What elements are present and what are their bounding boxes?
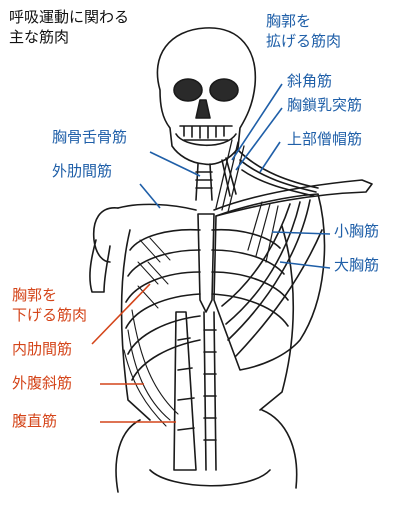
ribcage [120, 225, 295, 421]
label-scalene: 斜角筋 [287, 72, 333, 90]
label-external-oblique: 外腹斜筋 [12, 374, 73, 392]
sternocleidomastoid-muscle [215, 139, 245, 213]
label-sternohyoid: 胸骨舌骨筋 [52, 128, 128, 146]
left-humerus [89, 239, 111, 293]
diagram-title: 呼吸運動に関わる 主な筋肉 [9, 8, 129, 47]
group-lower-header: 胸郭を 下げる筋肉 [12, 286, 87, 325]
upper-teeth [179, 125, 233, 139]
right-eye-socket [209, 78, 239, 102]
group-raise-line-1: 胸郭を [266, 12, 312, 30]
lower-leader-lines [91, 283, 176, 423]
pectoralis-major-muscle [213, 193, 326, 371]
sternum [197, 213, 215, 313]
label-upper-trapezius: 上部僧帽筋 [287, 130, 363, 148]
label-rectus-abdominis: 腹直筋 [12, 412, 58, 430]
lumbar-spine [203, 311, 217, 471]
label-sternocleidomastoid: 胸鎖乳突筋 [287, 96, 363, 114]
jaw [175, 133, 237, 146]
left-scapula [92, 207, 119, 263]
group-lower-line-2: 下げる筋肉 [12, 305, 88, 324]
label-internal-intercostal: 内肋間筋 [12, 340, 73, 358]
cervical-spine [195, 163, 213, 201]
label-external-intercostal: 外肋間筋 [52, 162, 113, 180]
label-pectoralis-major: 大胸筋 [334, 256, 380, 274]
right-clavicle [213, 179, 373, 217]
rectus-abdominis-muscle [173, 311, 197, 471]
left-eye-socket [173, 78, 203, 102]
title-line-2: 主な筋肉 [9, 27, 70, 46]
scalene-muscle [221, 157, 237, 197]
title-line-1: 呼吸運動に関わる [9, 8, 130, 26]
group-lower-line-1: 胸郭を [12, 286, 58, 304]
group-raise-line-2: 拡げる筋肉 [266, 31, 342, 50]
raise-leader-lines [139, 83, 331, 269]
nasal-cavity [195, 99, 211, 119]
pelvis [115, 409, 298, 493]
external-intercostal-muscle [137, 237, 171, 309]
external-oblique-muscle [123, 309, 179, 427]
label-pectoralis-minor: 小胸筋 [334, 222, 380, 240]
trapezius-muscle [237, 149, 319, 189]
skull [156, 27, 257, 166]
group-raise-header: 胸郭を 拡げる筋肉 [266, 12, 341, 51]
